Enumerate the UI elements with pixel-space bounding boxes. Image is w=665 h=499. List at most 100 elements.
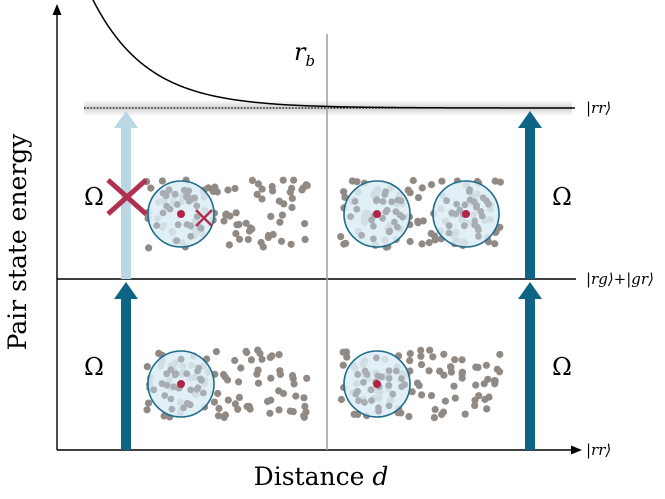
atom bbox=[406, 350, 414, 358]
atom bbox=[143, 406, 151, 414]
atom-in-blockade bbox=[177, 355, 185, 363]
y-axis-arrowhead bbox=[52, 4, 62, 15]
atom-in-blockade bbox=[388, 198, 396, 206]
atom bbox=[418, 184, 426, 192]
atom-in-blockade bbox=[167, 395, 175, 403]
atom bbox=[242, 219, 250, 227]
atom bbox=[245, 402, 253, 411]
atom bbox=[406, 189, 414, 197]
atom bbox=[279, 176, 287, 184]
atom bbox=[414, 217, 422, 225]
atom bbox=[342, 348, 351, 356]
right-upper-arrow bbox=[518, 111, 542, 279]
right-lower-arrow bbox=[518, 282, 542, 450]
atom bbox=[244, 235, 252, 244]
atom bbox=[461, 410, 469, 418]
atom bbox=[277, 237, 286, 245]
atom bbox=[257, 238, 265, 247]
atom bbox=[405, 412, 413, 421]
atom-in-blockade bbox=[385, 382, 393, 389]
atom-in-blockade bbox=[370, 222, 377, 230]
atom-in-blockade bbox=[161, 392, 169, 399]
atom bbox=[299, 184, 307, 192]
atom-in-blockade bbox=[165, 186, 173, 194]
atom bbox=[425, 367, 433, 375]
atom bbox=[430, 414, 438, 422]
atom bbox=[155, 349, 163, 357]
atom bbox=[472, 381, 480, 389]
atom-in-blockade bbox=[197, 375, 204, 383]
atom bbox=[224, 376, 232, 384]
atom bbox=[303, 374, 311, 382]
atom bbox=[264, 231, 272, 240]
atom bbox=[231, 400, 239, 408]
atom-in-blockade bbox=[389, 390, 397, 398]
atom bbox=[234, 405, 242, 413]
atom bbox=[301, 235, 309, 243]
atom-in-blockade bbox=[180, 404, 188, 412]
atom bbox=[288, 194, 296, 202]
atom-in-blockade bbox=[352, 390, 360, 398]
atom-in-blockade bbox=[354, 371, 362, 378]
atom bbox=[438, 410, 446, 419]
ensemble-lower-right bbox=[337, 346, 504, 422]
left-upper-arrow-blocked bbox=[114, 111, 138, 279]
atom-in-blockade bbox=[163, 381, 171, 389]
atom bbox=[414, 194, 423, 202]
atom-in-blockade bbox=[187, 222, 195, 230]
atom bbox=[429, 353, 437, 361]
atom bbox=[267, 212, 275, 220]
excited-atom bbox=[177, 380, 185, 388]
excited-atom bbox=[462, 210, 470, 218]
atom-in-blockade bbox=[193, 213, 201, 220]
atom bbox=[224, 396, 232, 404]
atom-in-blockade bbox=[150, 386, 158, 394]
atom-in-blockade bbox=[475, 226, 482, 234]
atom bbox=[258, 185, 266, 193]
atom bbox=[253, 190, 261, 198]
atom bbox=[231, 184, 239, 193]
atom bbox=[212, 348, 220, 356]
atom bbox=[406, 237, 414, 246]
atom-in-blockade bbox=[166, 205, 174, 213]
atom bbox=[235, 378, 243, 386]
atom bbox=[267, 374, 275, 382]
atom-in-blockade bbox=[193, 202, 201, 210]
atom-in-blockade bbox=[174, 221, 182, 229]
atom bbox=[258, 195, 266, 203]
atom-in-blockade bbox=[347, 213, 354, 221]
atom-in-blockade bbox=[385, 367, 393, 375]
atom bbox=[427, 392, 436, 400]
blocked-cross-icon bbox=[106, 178, 148, 216]
atom-in-blockade bbox=[379, 198, 387, 205]
blockade-radius-label: rb bbox=[294, 38, 315, 70]
x-axis-label-text: Distance bbox=[254, 462, 373, 491]
atom bbox=[158, 177, 166, 185]
atom bbox=[418, 391, 426, 399]
atom bbox=[220, 413, 228, 421]
atom-in-blockade bbox=[187, 386, 195, 394]
atom bbox=[431, 405, 439, 414]
atom bbox=[483, 405, 491, 413]
atom bbox=[275, 387, 283, 395]
atom bbox=[226, 212, 234, 220]
rabi-label-right-upper: Ω bbox=[552, 183, 572, 211]
atom bbox=[425, 239, 433, 247]
atom-in-blockade bbox=[194, 384, 202, 392]
atom-in-blockade bbox=[173, 237, 181, 245]
atom-in-blockade bbox=[461, 201, 469, 209]
interaction-curve bbox=[92, 0, 575, 109]
atom bbox=[235, 235, 244, 243]
atom bbox=[266, 353, 274, 361]
atom-ensembles bbox=[143, 176, 504, 422]
atom bbox=[426, 346, 434, 354]
atom bbox=[235, 393, 243, 401]
atom-in-blockade bbox=[443, 197, 450, 205]
excited-atom bbox=[373, 380, 381, 388]
atom bbox=[482, 361, 490, 369]
atom bbox=[350, 410, 358, 418]
atom-in-blockade bbox=[381, 191, 389, 198]
atom-in-blockade bbox=[379, 214, 386, 222]
atom bbox=[458, 368, 466, 376]
atom-in-blockade bbox=[456, 206, 464, 214]
